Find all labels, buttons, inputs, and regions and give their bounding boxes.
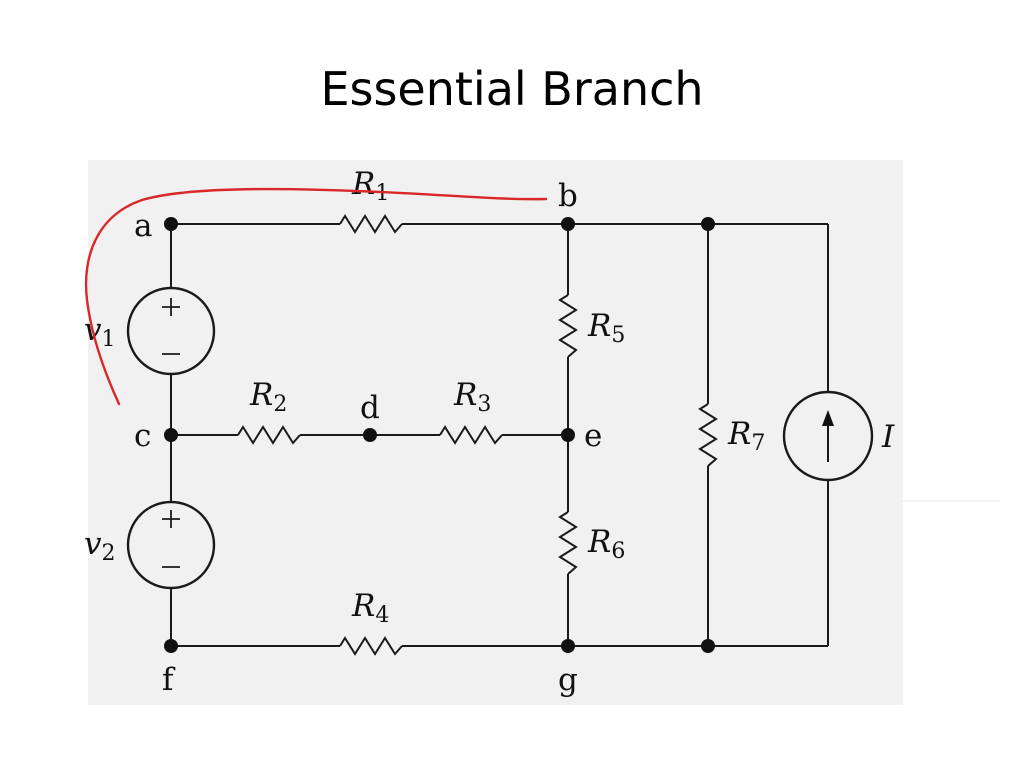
resistor-r5 [558,294,578,358]
label-r3: R3 [453,377,491,417]
voltage-source-v1 [126,286,216,376]
node-label-g: g [558,662,578,698]
label-r1: R1 [351,166,389,206]
node-label-b: b [558,178,578,214]
circuit-figure-background [88,160,903,705]
node-bottom-right-dot [701,639,715,653]
resistor-r1 [339,214,403,234]
node-top-right-dot [701,217,715,231]
label-r5: R5 [587,308,625,348]
node-label-f: f [162,662,176,698]
resistor-r2 [237,425,301,445]
voltage-source-v1-circle [126,286,216,376]
resistor-r4 [339,636,403,656]
node-label-e: e [584,418,602,454]
arrow-up-icon [822,410,834,426]
current-source-i [782,390,874,482]
voltage-source-v2 [126,500,216,590]
label-r4: R4 [351,588,389,628]
label-r7: R7 [727,416,765,456]
voltage-source-v2-circle [126,500,216,590]
node-labels: a b c d e f g [134,178,602,698]
node-b-dot [561,217,575,231]
node-d-dot [363,428,377,442]
node-a-dot [164,217,178,231]
resistor-r7 [698,403,718,467]
node-c-dot [164,428,178,442]
node-label-a: a [134,208,152,244]
node-g-dot [561,639,575,653]
resistor-r6 [558,511,578,575]
resistor-r3 [439,425,503,445]
node-f-dot [164,639,178,653]
component-labels: R1 R2 R3 R4 R5 R6 R7 v1 v2 I [84,166,895,628]
label-r2: R2 [249,377,287,417]
essential-branch-annotation-stroke [84,187,548,406]
label-current-source: I [881,419,895,455]
nodes [164,217,715,653]
node-label-c: c [134,418,151,454]
label-r6: R6 [587,524,625,564]
label-v2: v2 [84,526,116,566]
node-e-dot [561,428,575,442]
resistors [237,214,718,656]
node-label-d: d [360,390,380,426]
slide-title: Essential Branch [320,62,704,116]
